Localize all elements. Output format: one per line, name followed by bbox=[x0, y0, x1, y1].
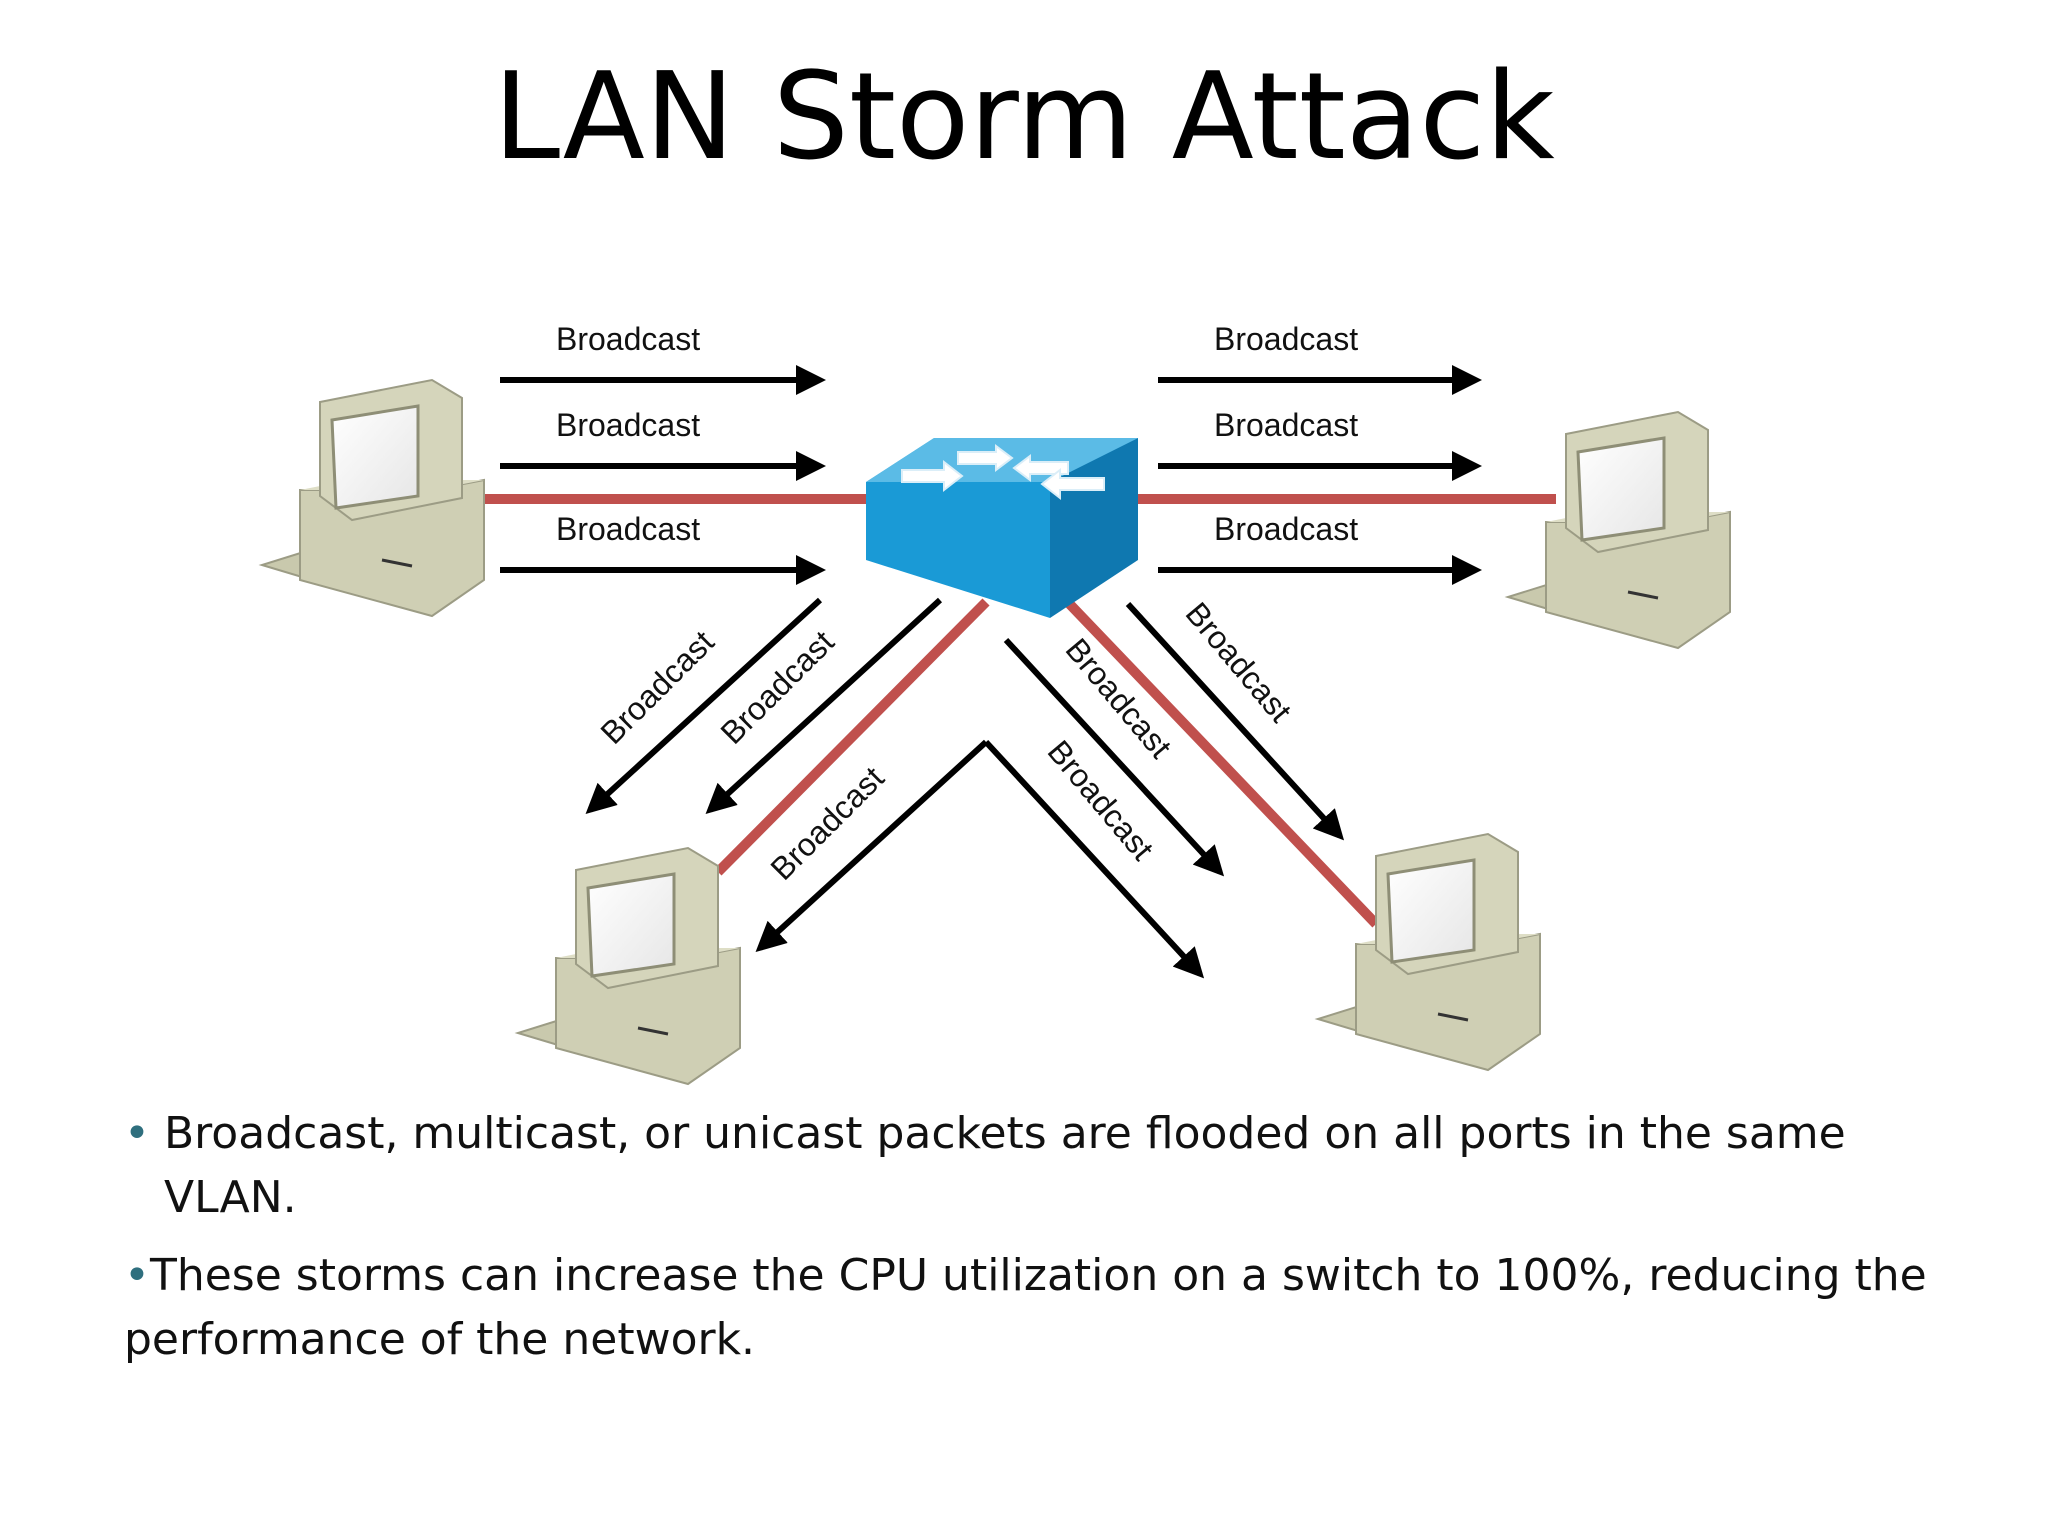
arrow-down-left-1 bbox=[585, 597, 823, 815]
bullet-glyph: • bbox=[124, 1108, 150, 1159]
arrow-down-left-2 bbox=[705, 597, 943, 815]
arrow-down-left-3 bbox=[755, 739, 989, 953]
bullet-item: •These storms can increase the CPU utili… bbox=[124, 1244, 1944, 1372]
broadcast-arrows bbox=[500, 365, 1482, 979]
bullet-text: These storms can increase the CPU utiliz… bbox=[124, 1250, 1927, 1365]
label-broadcast: Broadcast bbox=[1214, 321, 1358, 357]
cables bbox=[480, 494, 1556, 928]
label-broadcast: Broadcast bbox=[556, 321, 700, 357]
arrow-down-right-1 bbox=[1003, 637, 1225, 877]
cable-bottom-left bbox=[714, 598, 990, 876]
bullet-glyph: • bbox=[124, 1250, 150, 1301]
bullet-list: • Broadcast, multicast, or unicast packet… bbox=[124, 1102, 1944, 1386]
slide-title: LAN Storm Attack bbox=[493, 48, 1555, 187]
label-broadcast: Broadcast bbox=[593, 624, 720, 751]
cable-bottom-right bbox=[1056, 590, 1380, 928]
label-broadcast: Broadcast bbox=[1214, 407, 1358, 443]
computer-icon bbox=[258, 378, 485, 618]
arrow-down-right-3 bbox=[983, 739, 1205, 979]
label-broadcast: Broadcast bbox=[1214, 511, 1358, 547]
bullet-text: Broadcast, multicast, or unicast packets… bbox=[164, 1108, 1846, 1223]
computer-icon bbox=[1504, 410, 1731, 650]
computer-icon bbox=[514, 846, 741, 1086]
arrow-down-right-2 bbox=[1125, 601, 1345, 841]
label-broadcast: Broadcast bbox=[556, 407, 700, 443]
bullet-item: • Broadcast, multicast, or unicast packet… bbox=[124, 1102, 1944, 1230]
label-broadcast: Broadcast bbox=[1179, 595, 1299, 729]
label-broadcast: Broadcast bbox=[763, 760, 890, 887]
computer-icon bbox=[1314, 832, 1541, 1072]
broadcast-labels: Broadcast Broadcast Broadcast Broadcast … bbox=[556, 321, 1358, 887]
switch-icon bbox=[866, 438, 1138, 618]
label-broadcast: Broadcast bbox=[556, 511, 700, 547]
